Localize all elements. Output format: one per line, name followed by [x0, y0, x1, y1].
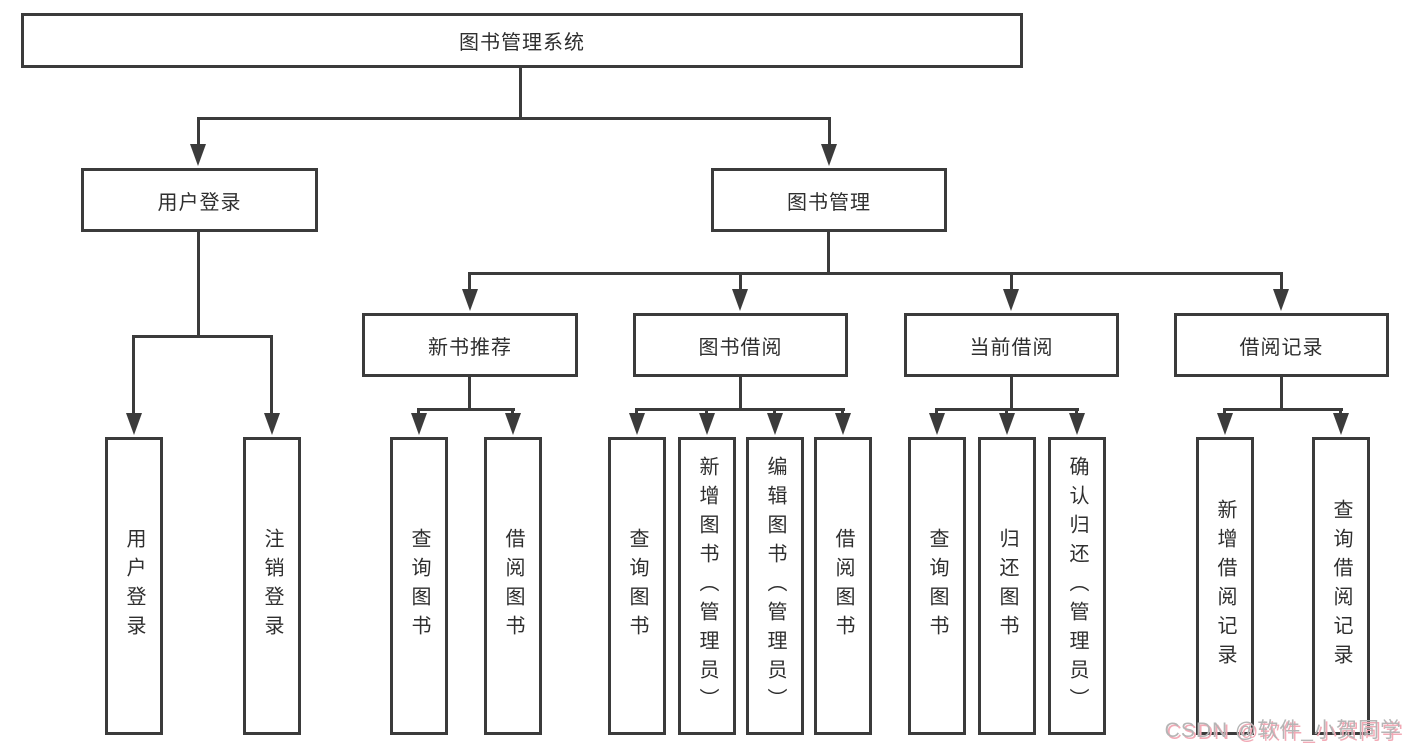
connector-drop: [935, 408, 938, 415]
arrow-down-icon: [1069, 413, 1085, 435]
node-leaf-confirm-return-admin: 确认归还（管理员）: [1048, 437, 1106, 735]
node-leaf-query-books-3: 查询图书: [908, 437, 966, 735]
arrow-down-icon: [264, 413, 280, 435]
connector-drop: [1280, 272, 1283, 291]
node-leaf-add-borrow-record: 新增借阅记录: [1196, 437, 1254, 735]
connector-drop: [1010, 272, 1013, 291]
node-leaf-return-books-label: 归还图书: [996, 528, 1018, 644]
connector-drop: [1223, 408, 1226, 415]
node-leaf-add-books-admin: 新增图书（管理员）: [678, 437, 736, 735]
node-leaf-query-books-3-label: 查询图书: [926, 528, 948, 644]
node-leaf-add-borrow-record-label: 新增借阅记录: [1214, 499, 1236, 673]
node-leaf-borrow-books-1-label: 借阅图书: [502, 528, 524, 644]
node-current-borrowing: 当前借阅: [904, 313, 1119, 377]
connector-bar: [417, 408, 515, 411]
node-leaf-query-borrow-record-label: 查询借阅记录: [1330, 499, 1352, 673]
connector-drop: [468, 272, 471, 291]
arrow-down-icon: [767, 413, 783, 435]
arrow-down-icon: [732, 289, 748, 311]
arrow-down-icon: [629, 413, 645, 435]
connector-stem: [519, 68, 522, 117]
connector-drop: [511, 408, 514, 415]
connector-drop: [270, 335, 273, 413]
node-leaf-logout: 注销登录: [243, 437, 301, 735]
arrow-down-icon: [1003, 289, 1019, 311]
node-leaf-logout-label: 注销登录: [261, 528, 283, 644]
connector-bar: [197, 117, 831, 120]
connector-drop: [132, 335, 135, 413]
node-user-login-group-label: 用户登录: [157, 191, 242, 214]
node-current-borrowing-label: 当前借阅: [969, 336, 1054, 359]
arrow-down-icon: [462, 289, 478, 311]
arrow-down-icon: [1273, 289, 1289, 311]
node-borrowing-records: 借阅记录: [1174, 313, 1389, 377]
node-user-login-group: 用户登录: [81, 168, 318, 232]
node-leaf-borrow-books-2-label: 借阅图书: [832, 528, 854, 644]
node-leaf-query-books-2-label: 查询图书: [626, 528, 648, 644]
node-leaf-edit-books-admin-label: 编辑图书（管理员）: [764, 455, 786, 717]
arrow-down-icon: [505, 413, 521, 435]
csdn-watermark: CSDN @软件_小贺同学: [1164, 719, 1402, 742]
node-leaf-borrow-books-2: 借阅图书: [814, 437, 872, 735]
node-leaf-query-books-2: 查询图书: [608, 437, 666, 735]
connector-stem: [739, 377, 742, 408]
node-book-borrowing-label: 图书借阅: [698, 336, 783, 359]
connector-bar: [635, 408, 845, 411]
connector-drop: [705, 408, 708, 415]
arrow-down-icon: [929, 413, 945, 435]
node-book-management: 图书管理: [711, 168, 947, 232]
arrow-down-icon: [999, 413, 1015, 435]
connector-drop: [635, 408, 638, 415]
arrow-down-icon: [190, 144, 206, 166]
connector-drop: [1075, 408, 1078, 415]
connector-stem: [197, 232, 200, 335]
node-leaf-add-books-admin-label: 新增图书（管理员）: [696, 455, 718, 717]
connector-stem: [1280, 377, 1283, 408]
node-leaf-confirm-return-admin-label: 确认归还（管理员）: [1066, 455, 1088, 717]
connector-drop: [197, 117, 200, 145]
node-leaf-borrow-books-1: 借阅图书: [484, 437, 542, 735]
node-library-system-label: 图书管理系统: [459, 32, 585, 54]
node-new-book-recommend: 新书推荐: [362, 313, 578, 377]
node-book-management-label: 图书管理: [787, 191, 871, 214]
node-leaf-query-books-1: 查询图书: [390, 437, 448, 735]
arrow-down-icon: [1217, 413, 1233, 435]
connector-stem: [468, 377, 471, 408]
connector-drop: [739, 272, 742, 291]
connector-drop: [1339, 408, 1342, 415]
connector-bar: [132, 335, 273, 338]
connector-stem: [1010, 377, 1013, 408]
node-leaf-user-login: 用户登录: [105, 437, 163, 735]
node-library-system: 图书管理系统: [21, 13, 1023, 68]
node-leaf-edit-books-admin: 编辑图书（管理员）: [746, 437, 804, 735]
node-leaf-query-borrow-record: 查询借阅记录: [1312, 437, 1370, 735]
node-leaf-user-login-label: 用户登录: [123, 528, 145, 644]
arrow-down-icon: [1333, 413, 1349, 435]
node-new-book-recommend-label: 新书推荐: [428, 336, 512, 359]
arrow-down-icon: [699, 413, 715, 435]
node-leaf-return-books: 归还图书: [978, 437, 1036, 735]
arrow-down-icon: [835, 413, 851, 435]
node-borrowing-records-label: 借阅记录: [1239, 336, 1324, 359]
arrow-down-icon: [126, 413, 142, 435]
arrow-down-icon: [411, 413, 427, 435]
connector-drop: [828, 117, 831, 145]
connector-drop: [1005, 408, 1008, 415]
connector-stem: [827, 232, 830, 272]
connector-drop: [417, 408, 420, 415]
arrow-down-icon: [821, 144, 837, 166]
node-book-borrowing: 图书借阅: [633, 313, 848, 377]
node-leaf-query-books-1-label: 查询图书: [408, 528, 430, 644]
connector-bar: [1223, 408, 1343, 411]
connector-bar: [468, 272, 1283, 275]
connector-drop: [773, 408, 776, 415]
connector-drop: [841, 408, 844, 415]
